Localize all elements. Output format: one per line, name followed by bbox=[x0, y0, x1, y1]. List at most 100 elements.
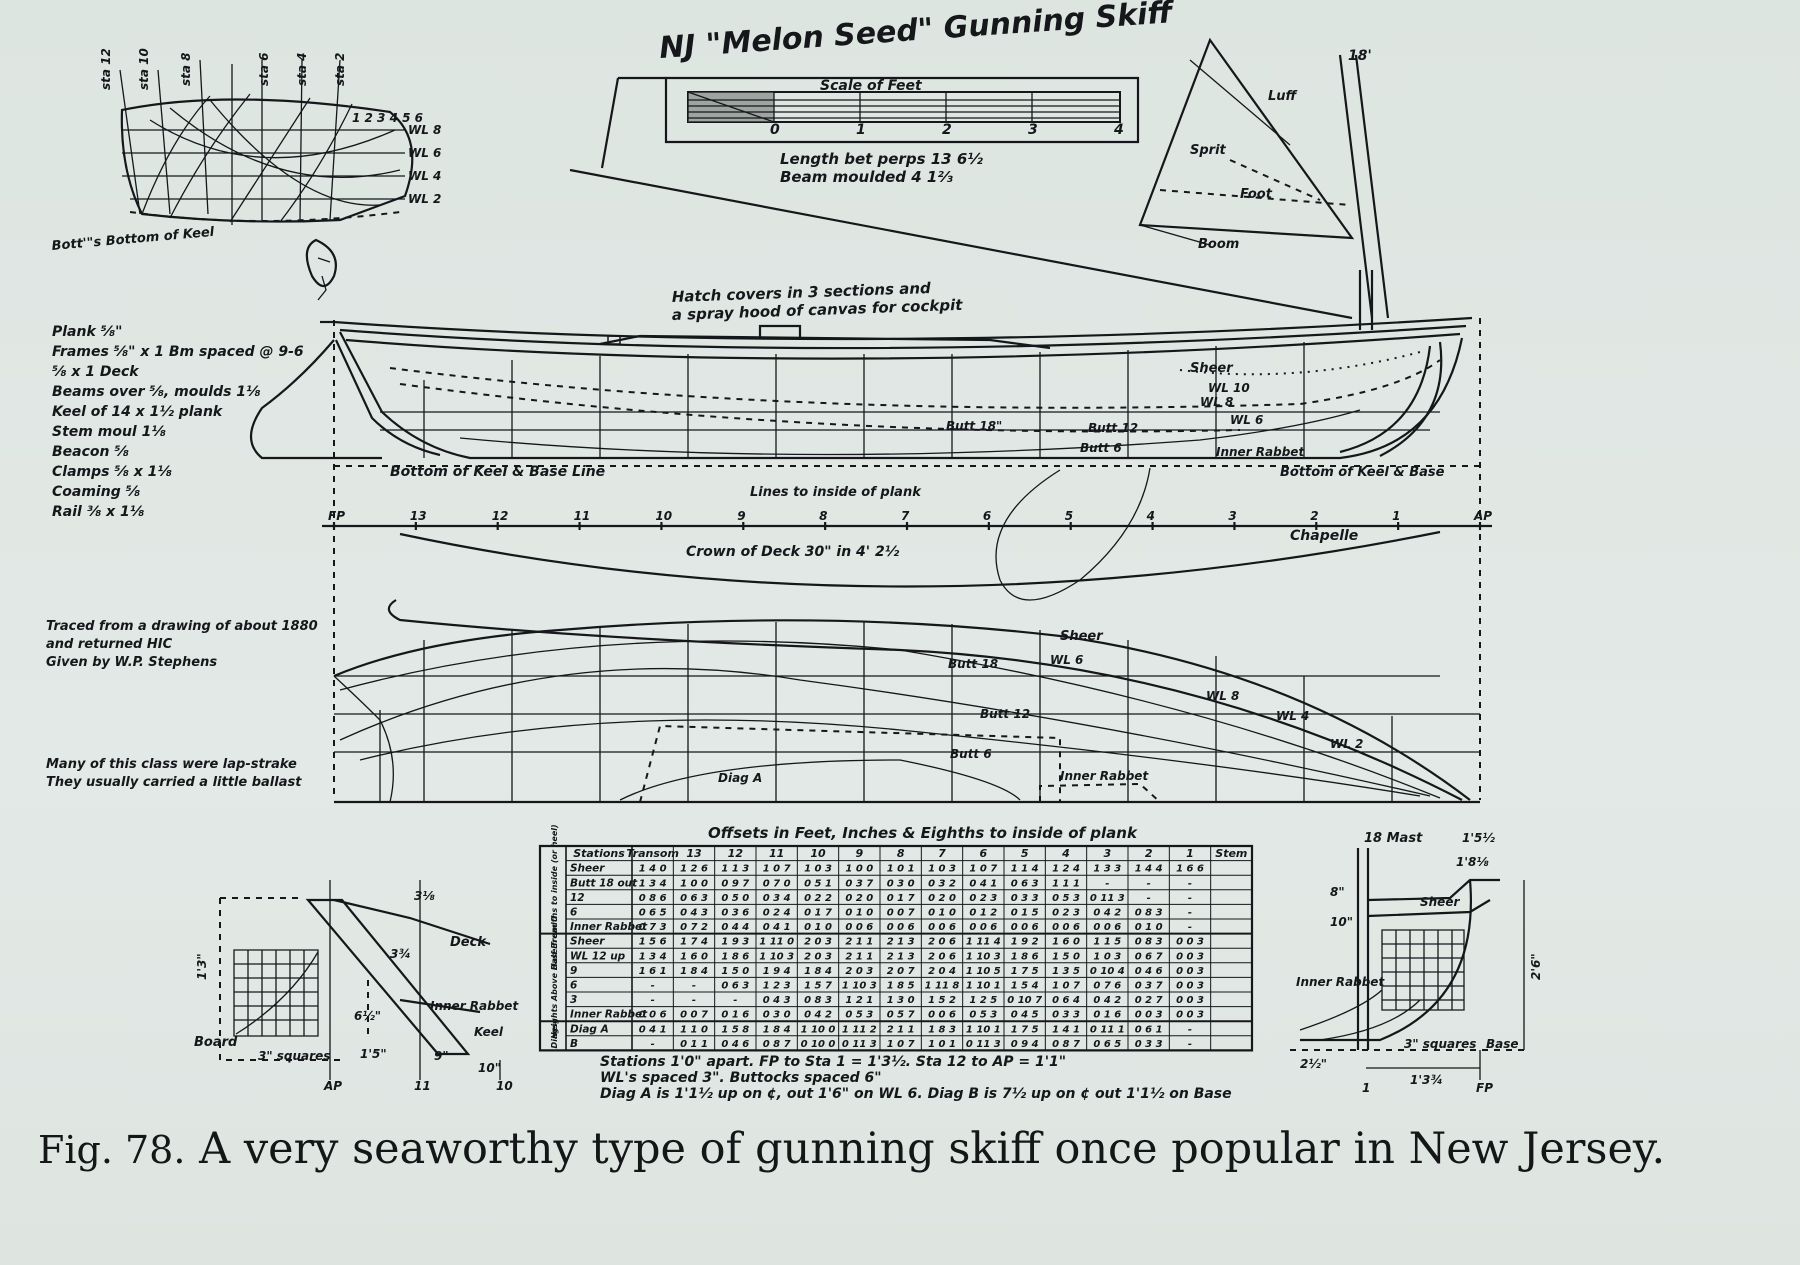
table-cell: 1 1 4 bbox=[1011, 864, 1039, 875]
profile-sheer: Sheer bbox=[1190, 361, 1234, 376]
table-cell: 1 10 5 bbox=[966, 966, 1001, 977]
table-header: 9 bbox=[856, 847, 864, 860]
table-cell: 0 1 0 bbox=[804, 922, 832, 933]
table-cell: 0 1 1 bbox=[680, 1039, 708, 1050]
body-wl-2: WL 2 bbox=[408, 192, 441, 206]
table-cell: 0 2 0 bbox=[928, 893, 956, 904]
body-sta-4: sta 6 bbox=[257, 52, 271, 86]
stem-rabbet: Inner Rabbet bbox=[430, 999, 519, 1013]
table-cell: 1 8 3 bbox=[928, 1024, 956, 1035]
table-cell: 1 3 5 bbox=[1052, 966, 1080, 977]
scantling-1: Plank ⅝" bbox=[52, 324, 122, 340]
table-cell: 2 0 3 bbox=[804, 937, 832, 948]
table-header: 7 bbox=[938, 847, 946, 860]
keel-base-label: Bottom of Keel & Base Line bbox=[390, 464, 605, 480]
table-cell: 1 3 3 bbox=[1093, 864, 1121, 875]
table-cell: 2 0 4 bbox=[928, 966, 956, 977]
table-cell: 0 8 7 bbox=[763, 1039, 791, 1050]
station-mark: 8 bbox=[819, 509, 827, 523]
table-group-label: Diags bbox=[550, 1023, 559, 1049]
table-cell: 0 2 3 bbox=[1052, 908, 1080, 919]
scantling-6: Stem moul 1⅛ bbox=[52, 424, 166, 440]
table-cell: 1 3 0 bbox=[887, 995, 915, 1006]
table-cell: 0 4 4 bbox=[721, 922, 749, 933]
table-cell: 0 3 6 bbox=[721, 908, 749, 919]
station-mark: 11 bbox=[574, 509, 591, 523]
table-cell: 0 8 7 bbox=[1052, 1039, 1080, 1050]
body-sta-1: sta 12 bbox=[99, 48, 113, 90]
table-cell: 0 10 0 bbox=[801, 1039, 836, 1050]
profile-wl10: WL 10 bbox=[1208, 381, 1250, 395]
table-cell: 0 5 7 bbox=[887, 1010, 915, 1021]
scale-tick-2: 2 bbox=[942, 122, 952, 138]
stern-dim-1: 1'8⅛ bbox=[1456, 855, 1489, 869]
table-cell: 1 4 1 bbox=[1052, 1024, 1080, 1035]
table-cell: 1 8 4 bbox=[680, 966, 708, 977]
station-mark: 10 bbox=[655, 509, 672, 523]
scantling-8: Clamps ⅝ x 1⅛ bbox=[52, 464, 172, 480]
table-cell: 0 0 3 bbox=[1176, 951, 1204, 962]
table-row-label: 9 bbox=[570, 965, 577, 977]
table-cell: 1 7 4 bbox=[680, 937, 708, 948]
body-wl-8: WL 8 bbox=[408, 123, 441, 137]
table-cell: - bbox=[692, 981, 696, 992]
table-row-label: Inner Rabbet bbox=[570, 1009, 648, 1021]
table-row-label: Sheer bbox=[570, 863, 605, 875]
stem-dim-1: 3⅛ bbox=[414, 889, 435, 903]
table-cell: 1 8 5 bbox=[887, 981, 915, 992]
table-cell: 0 3 0 bbox=[763, 1010, 791, 1021]
stem-keel: Keel bbox=[474, 1025, 504, 1039]
boat-plan-drawing: NJ "Melon Seed" Gunning Skiff Scale of F… bbox=[46, 0, 1543, 1102]
table-cell: 2 0 6 bbox=[928, 937, 956, 948]
table-cell: 1 5 4 bbox=[1011, 981, 1039, 992]
table-cell: 0 3 7 bbox=[845, 878, 873, 889]
table-cell: 0 3 4 bbox=[763, 893, 791, 904]
stern-dim-6: 2½" bbox=[1300, 1057, 1327, 1071]
stern-mark-fp: FP bbox=[1476, 1081, 1493, 1095]
table-rule bbox=[538, 844, 1254, 1052]
table-header: 5 bbox=[1021, 847, 1029, 860]
hb-rabbet: Inner Rabbet bbox=[1060, 769, 1149, 783]
length-label: Length bet perps 13 6½ bbox=[780, 150, 983, 168]
body-sta-2: sta 10 bbox=[137, 48, 151, 90]
table-cell: 0 4 1 bbox=[763, 922, 791, 933]
stem-dim-2: 1'3" bbox=[195, 953, 209, 980]
table-cell: 0 0 3 bbox=[1176, 937, 1204, 948]
table-row-label: B bbox=[570, 1038, 578, 1050]
table-cell: 2 0 7 bbox=[887, 966, 915, 977]
table-cell: 0 1 0 bbox=[845, 908, 873, 919]
table-row-label: WL 12 up bbox=[570, 950, 626, 962]
body-wl-4: WL 4 bbox=[408, 169, 441, 183]
table-cell: 0 1 6 bbox=[1093, 1010, 1121, 1021]
table-cell: 0 0 3 bbox=[1176, 966, 1204, 977]
table-header: Transom bbox=[626, 847, 679, 860]
table-cell: 1 10 3 bbox=[966, 951, 1001, 962]
table-cell: 1 8 6 bbox=[1011, 951, 1039, 962]
table-cell: 1 0 3 bbox=[928, 864, 956, 875]
keel-base-right: Bottom of Keel & Base bbox=[1280, 465, 1445, 480]
table-cell: 0 0 6 bbox=[928, 1010, 956, 1021]
table-cell: 0 0 3 bbox=[1176, 1010, 1204, 1021]
table-cell: 0 9 7 bbox=[721, 878, 749, 889]
table-cell: 1 0 0 bbox=[845, 864, 873, 875]
hb-wl2: WL 2 bbox=[1330, 737, 1363, 751]
table-row-label: 6 bbox=[570, 980, 577, 992]
scantling-5: Keel of 14 x 1½ plank bbox=[52, 404, 224, 420]
stern-rabbet: Inner Rabbet bbox=[1296, 975, 1385, 989]
table-cell: 0 11 1 bbox=[1090, 1024, 1125, 1035]
table-cell: 0 2 7 bbox=[1135, 995, 1163, 1006]
profile-but12: Butt 12 bbox=[1088, 421, 1138, 435]
table-cell: - bbox=[1188, 1039, 1192, 1050]
table-cell: 0 0 6 bbox=[969, 922, 997, 933]
stem-mark-10: 10 bbox=[496, 1079, 513, 1093]
table-row-label: Diag A bbox=[570, 1023, 609, 1035]
table-header: Stations bbox=[573, 847, 625, 860]
table-cell: 0 3 2 bbox=[928, 878, 956, 889]
table-cell: - bbox=[692, 995, 696, 1006]
scale-tick-0: 0 bbox=[770, 122, 780, 138]
stern-dim-3: 1'3¾ bbox=[1410, 1073, 1443, 1087]
table-cell: 1 0 7 bbox=[969, 864, 997, 875]
table-cell: 0 0 6 bbox=[639, 1010, 667, 1021]
hb-but18: Butt 18 bbox=[948, 657, 998, 671]
table-cell: 2 1 3 bbox=[887, 951, 915, 962]
